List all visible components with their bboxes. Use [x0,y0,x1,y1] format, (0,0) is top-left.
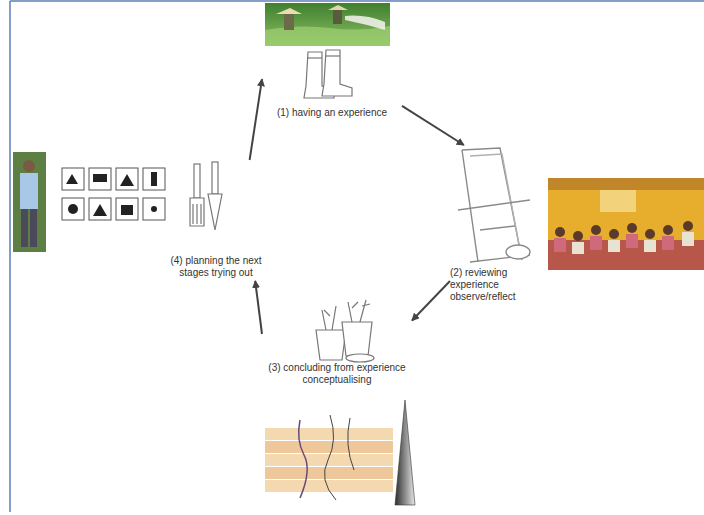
deckchair-icon [458,148,530,262]
field-photo [265,3,390,46]
person-photo [13,152,46,252]
meeting-photo [548,178,704,270]
pots-icon [316,300,374,362]
cycle-arrow [255,281,262,334]
icon-grid [62,168,165,220]
soil-layers [265,400,415,505]
stage-label: (2) reviewing experience observe/reflect [450,267,542,303]
stage-node: (3) concluding from experience conceptua… [262,298,412,388]
stage-label: (4) planning the next stages trying out [160,255,272,279]
cycle-arrow [412,281,450,321]
tools-icon [190,162,222,230]
frame-line [9,1,11,512]
stage-node: (4) planning the next stages trying out [160,160,272,281]
frame-line [10,0,704,2]
stage-label: (3) concluding from experience conceptua… [262,362,412,386]
stage-node: (1) having an experience [262,45,402,121]
stage-label: (1) having an experience [262,107,402,119]
cycle-arrow [402,106,464,145]
cycle-arrow [250,79,262,160]
icon-glyphs [66,172,157,216]
stage-node: (2) reviewing experience observe/reflect [450,145,542,305]
boots-icon [304,50,352,98]
